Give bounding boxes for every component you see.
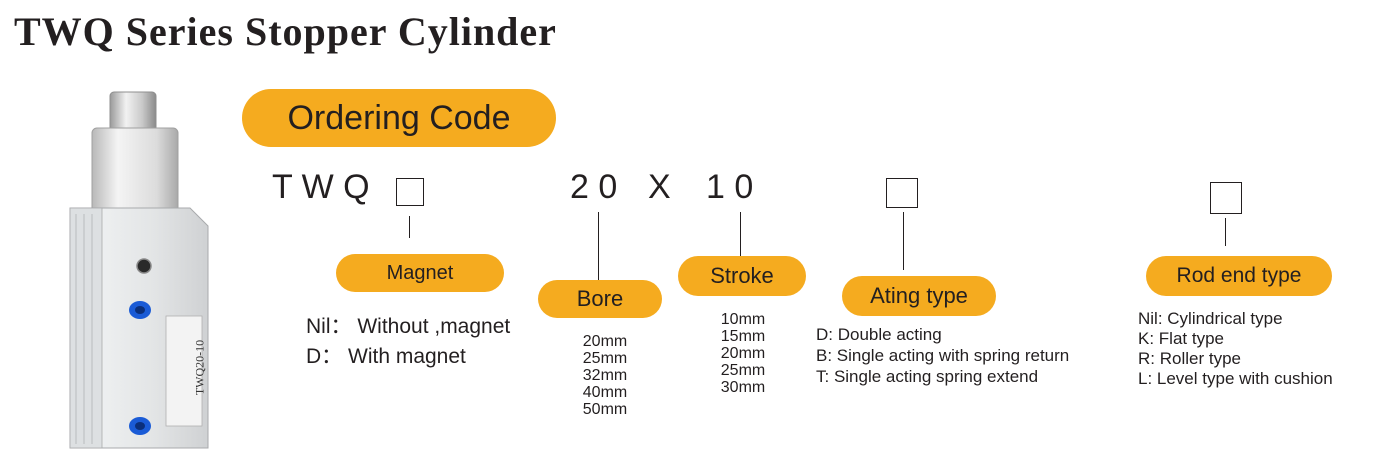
cylinder-product-image xyxy=(69,91,209,449)
acting-type-badge: Ating type xyxy=(842,276,996,316)
stroke-badge: Stroke xyxy=(678,256,806,296)
acting-type-option: T: Single acting spring extend xyxy=(816,367,1039,386)
rod-end-type-badge: Rod end type xyxy=(1146,256,1332,296)
code-stroke: 1 0 xyxy=(706,168,754,206)
rod-end-type-option: R: Roller type xyxy=(1138,349,1241,368)
acting-code-box xyxy=(886,178,918,208)
code-prefix: T W Q xyxy=(272,168,370,206)
stroke-option: 25mm xyxy=(720,362,766,379)
magnet-badge: Magnet xyxy=(336,254,504,292)
page-title: TWQ Series Stopper Cylinder xyxy=(14,9,557,54)
bore-options: 20mm 25mm 32mm 40mm 50mm xyxy=(568,333,642,418)
code-bore: 2 0 xyxy=(570,168,618,206)
stroke-option: 15mm xyxy=(720,328,766,345)
magnet-options: Nil： Without ,magnet D： With magnet xyxy=(306,312,510,372)
rod-end-type-option: K: Flat type xyxy=(1138,329,1224,348)
magnet-option: D： With magnet xyxy=(306,345,466,368)
rod-end-type-option: Nil: Cylindrical type xyxy=(1138,309,1283,328)
bore-option: 20mm xyxy=(582,333,628,350)
acting-connector xyxy=(903,212,904,270)
rod-end-code-box xyxy=(1210,182,1242,214)
magnet-connector xyxy=(409,216,410,238)
rod-end-type-option: L: Level type with cushion xyxy=(1138,369,1333,388)
rod-end-type-options: Nil: Cylindrical type K: Flat type R: Ro… xyxy=(1138,309,1333,389)
ordering-code-badge: Ordering Code xyxy=(242,89,556,147)
bore-option: 25mm xyxy=(582,350,628,367)
bore-option: 50mm xyxy=(582,401,628,418)
acting-type-options: D: Double acting B: Single acting with s… xyxy=(816,324,1069,387)
acting-type-option: D: Double acting xyxy=(816,325,942,344)
stroke-connector xyxy=(740,212,741,256)
acting-type-option: B: Single acting with spring return xyxy=(816,346,1070,365)
stroke-option: 10mm xyxy=(720,311,766,328)
bore-option: 32mm xyxy=(582,367,628,384)
bore-option: 40mm xyxy=(582,384,628,401)
stroke-option: 30mm xyxy=(720,379,766,396)
magnet-option: Nil： Without ,magnet xyxy=(306,315,511,338)
stroke-option: 20mm xyxy=(720,345,766,362)
rod-end-connector xyxy=(1225,218,1226,246)
code-separator: X xyxy=(648,168,671,206)
product-label: TWQ20-10 xyxy=(192,339,207,396)
bore-connector xyxy=(598,212,599,280)
magnet-code-box xyxy=(396,178,424,206)
stroke-options: 10mm 15mm 20mm 25mm 30mm xyxy=(706,311,780,396)
bore-badge: Bore xyxy=(538,280,662,318)
